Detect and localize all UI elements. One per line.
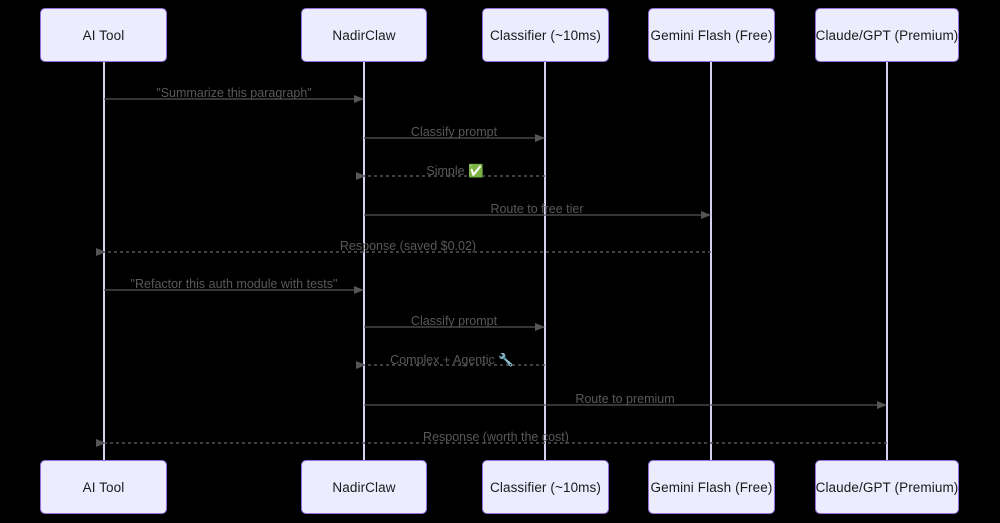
participant-gemini-flash-top[interactable]: Gemini Flash (Free) [648, 8, 775, 62]
message-label-msg-5: Response (saved $0.02) [340, 239, 476, 254]
message-text-msg-9: Route to premium [575, 392, 675, 406]
participant-ai-tool-top[interactable]: AI Tool [40, 8, 167, 62]
message-arrows-group [96, 95, 887, 447]
participant-classifier-bottom[interactable]: Classifier (~10ms) [482, 460, 609, 514]
participant-gemini-flash-bottom[interactable]: Gemini Flash (Free) [648, 460, 775, 514]
message-text-msg-4: Route to free tier [490, 202, 584, 216]
message-text-msg-2: Classify prompt [410, 125, 498, 139]
message-label-msg-10: Response (worth the cost) [423, 430, 569, 445]
message-text-msg-5: Response (saved $0.02) [339, 239, 477, 253]
message-text-msg-1: "Summarize this paragraph" [156, 86, 312, 100]
participant-claude-gpt-top[interactable]: Claude/GPT (Premium) [815, 8, 959, 62]
message-label-msg-3: Simple ✅ [426, 163, 483, 179]
check-mark-icon: ✅ [468, 163, 484, 178]
participant-claude-gpt-bottom[interactable]: Claude/GPT (Premium) [815, 460, 959, 514]
message-label-msg-7: Classify prompt [411, 314, 497, 329]
message-label-msg-6: "Refactor this auth module with tests" [131, 277, 338, 292]
message-label-msg-4: Route to free tier [490, 202, 583, 217]
message-label-msg-1: "Summarize this paragraph" [156, 86, 311, 101]
message-label-msg-9: Route to premium [575, 392, 674, 407]
message-label-msg-2: Classify prompt [411, 125, 497, 140]
participant-ai-tool-bottom[interactable]: AI Tool [40, 460, 167, 514]
message-label-msg-8: Complex + Agentic 🔧 [390, 352, 514, 368]
wrench-icon: 🔧 [498, 352, 514, 367]
participant-nadirclaw-top[interactable]: NadirClaw [301, 8, 427, 62]
message-text-msg-3: Simple [426, 164, 465, 178]
message-text-msg-7: Classify prompt [410, 314, 498, 328]
participant-nadirclaw-bottom[interactable]: NadirClaw [301, 460, 427, 514]
message-text-msg-10: Response (worth the cost) [423, 430, 569, 444]
message-text-msg-8: Complex + Agentic [390, 353, 495, 367]
lifelines-group [103, 62, 888, 460]
message-text-msg-6: "Refactor this auth module with tests" [130, 277, 338, 291]
participant-classifier-top[interactable]: Classifier (~10ms) [482, 8, 609, 62]
